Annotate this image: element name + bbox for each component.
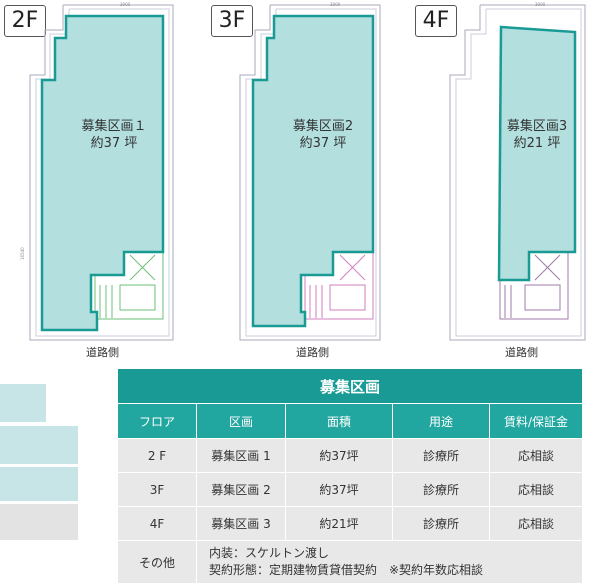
table-row: 3F 募集区画 2 約37坪 診療所 応相談 [117, 472, 583, 507]
area-name-2f: 募集区画１ [81, 118, 146, 134]
floor-plan-3f: 3000 募集区画2 約37 坪 [239, 2, 381, 341]
svg-text:3000: 3000 [535, 2, 546, 7]
svg-text:3000: 3000 [120, 2, 131, 7]
road-side-label-4f: 道路側 [505, 346, 538, 359]
decor-square [0, 384, 46, 422]
table-row-other: その他 内装：スケルトン渡し 契約形態：定期建物賃貸借契約 ※契約年数応相談 [117, 540, 583, 584]
cell-size: 約37坪 [285, 438, 393, 473]
area-size-3f: 約37 坪 [300, 136, 347, 151]
cell-rent: 応相談 [489, 472, 583, 507]
cell-size: 約21坪 [285, 506, 393, 541]
column-header-floor: フロア [117, 403, 197, 439]
cell-area: 募集区画 1 [196, 438, 286, 473]
cell-use: 診療所 [392, 506, 490, 541]
area-size-2f: 約37 坪 [91, 136, 138, 151]
floor-label-4f: 4F [415, 5, 457, 37]
note-interior: 内装：スケルトン渡し [209, 546, 330, 560]
leasing-area-3f [251, 14, 375, 328]
column-header-size: 面積 [285, 403, 393, 439]
table-title: 募集区画 [117, 368, 583, 404]
floor-label-3f: 3F [211, 5, 253, 37]
cell-area: 募集区画 3 [196, 506, 286, 541]
decor-square [0, 504, 78, 540]
cell-use: 診療所 [392, 438, 490, 473]
floor-plan-4f: 3000 募集区画3 約21 坪 [449, 2, 586, 341]
column-header-rent: 賃料/保証金 [489, 403, 583, 439]
column-header-use: 用途 [392, 403, 490, 439]
cell-floor: 2 F [117, 438, 197, 473]
cell-other-label: その他 [117, 540, 197, 584]
area-name-4f: 募集区画3 [507, 118, 567, 134]
svg-text:3000: 3000 [330, 2, 341, 7]
cell-floor: 4F [117, 506, 197, 541]
cell-area: 募集区画 2 [196, 472, 286, 507]
leasing-area-4f [497, 25, 577, 282]
floor-label-2f: 2F [4, 5, 46, 37]
cell-other-notes: 内装：スケルトン渡し 契約形態：定期建物賃貸借契約 ※契約年数応相談 [196, 540, 583, 584]
column-header-area: 区画 [196, 403, 286, 439]
cell-size: 約37坪 [285, 472, 393, 507]
road-side-label-2f: 道路側 [86, 346, 119, 359]
cell-rent: 応相談 [489, 438, 583, 473]
road-side-label-3f: 道路側 [296, 346, 329, 359]
area-name-3f: 募集区画2 [293, 118, 353, 134]
cell-rent: 応相談 [489, 506, 583, 541]
floor-plan-2f: 3000 16540 募集区画１ 約37 坪 [20, 2, 174, 341]
leasing-table: 募集区画 フロア 区画 面積 用途 賃料/保証金 2 F 募集区画 1 約37坪… [117, 368, 583, 584]
table-row: 4F 募集区画 3 約21坪 診療所 応相談 [117, 506, 583, 541]
cell-floor: 3F [117, 472, 197, 507]
cell-use: 診療所 [392, 472, 490, 507]
table-row: 2 F 募集区画 1 約37坪 診療所 応相談 [117, 438, 583, 473]
decor-square [0, 426, 78, 464]
area-size-4f: 約21 坪 [514, 136, 561, 151]
svg-text:16540: 16540 [20, 247, 25, 260]
leasing-area-2f [40, 14, 165, 332]
decor-square [0, 467, 78, 501]
note-contract: 契約形態：定期建物賃貸借契約 ※契約年数応相談 [209, 563, 484, 577]
